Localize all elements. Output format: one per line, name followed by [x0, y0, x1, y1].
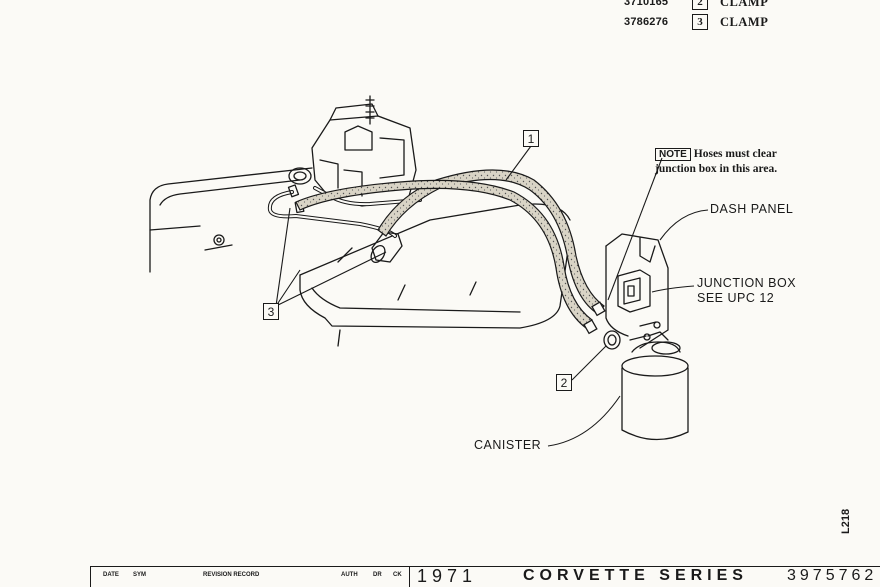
part-number: 3710165 — [624, 0, 669, 8]
part-number: 3786276 — [624, 16, 669, 28]
leader-key3-a — [275, 207, 291, 307]
hose-clamp — [287, 184, 300, 198]
callout-key-2: 2 — [556, 374, 572, 391]
parts-list: 3710165 2 CLAMP 3786276 3 CLAMP — [624, 0, 768, 32]
leader-key2 — [571, 345, 607, 381]
label-canister: CANISTER — [474, 438, 542, 452]
label-dash-panel: DASH PANEL — [710, 202, 794, 216]
canister — [621, 367, 689, 441]
part-description: CLAMP — [720, 14, 769, 29]
label-junction-box: JUNCTION BOX — [697, 276, 797, 290]
note-tag: NOTE — [655, 148, 691, 161]
col-sym: SYM — [133, 572, 147, 578]
leader-key3-b — [275, 269, 301, 307]
part-key-box: 3 — [692, 14, 708, 30]
revision-record: DATE SYM REVISION RECORD AUTH DR CK — [91, 567, 410, 587]
col-date: DATE — [103, 572, 119, 578]
leader-junction-box — [651, 285, 695, 293]
parts-list-row: 3710165 2 CLAMP — [624, 0, 768, 12]
leader-note — [607, 157, 663, 301]
leader-key3-c — [275, 251, 387, 307]
left-valve-cover — [149, 167, 313, 273]
col-ck: CK — [393, 572, 402, 578]
series-title: CORVETTE SERIES — [523, 567, 748, 584]
hose-clamp — [591, 301, 606, 317]
dash-panel — [605, 233, 669, 349]
callout-key-1: 1 — [523, 130, 539, 147]
vapor-hose-upper — [377, 169, 605, 315]
choke-ring — [288, 167, 312, 185]
hose-clamp — [583, 319, 598, 335]
leader-key1 — [505, 145, 532, 181]
col-auth: AUTH — [341, 572, 358, 578]
junction-box — [617, 269, 651, 313]
leader-canister — [547, 395, 621, 447]
canister-cap — [651, 341, 681, 355]
left-valve-cover-rim — [159, 179, 301, 206]
callout-key-3: 3 — [263, 303, 279, 320]
right-valve-cover — [299, 249, 569, 329]
note-line-2: junction box in this area. — [655, 163, 778, 175]
col-revision: REVISION RECORD — [203, 572, 260, 578]
sheet-code: L218 — [840, 508, 852, 534]
part-key-box: 2 — [692, 0, 708, 10]
leader-dash-panel — [659, 209, 709, 241]
part-description: CLAMP — [720, 0, 769, 9]
note-line-1: Hoses must clear — [693, 148, 777, 160]
drawing-number: 3975762 — [787, 567, 878, 584]
valve-cover-bolt — [213, 234, 225, 246]
col-dr: DR — [373, 572, 382, 578]
label-junction-box-ref: SEE UPC 12 — [697, 291, 775, 305]
parts-list-row: 3786276 3 CLAMP — [624, 12, 768, 32]
title-block: DATE SYM REVISION RECORD AUTH DR CK 1971… — [90, 566, 880, 587]
model-year: 1971 — [417, 566, 478, 586]
